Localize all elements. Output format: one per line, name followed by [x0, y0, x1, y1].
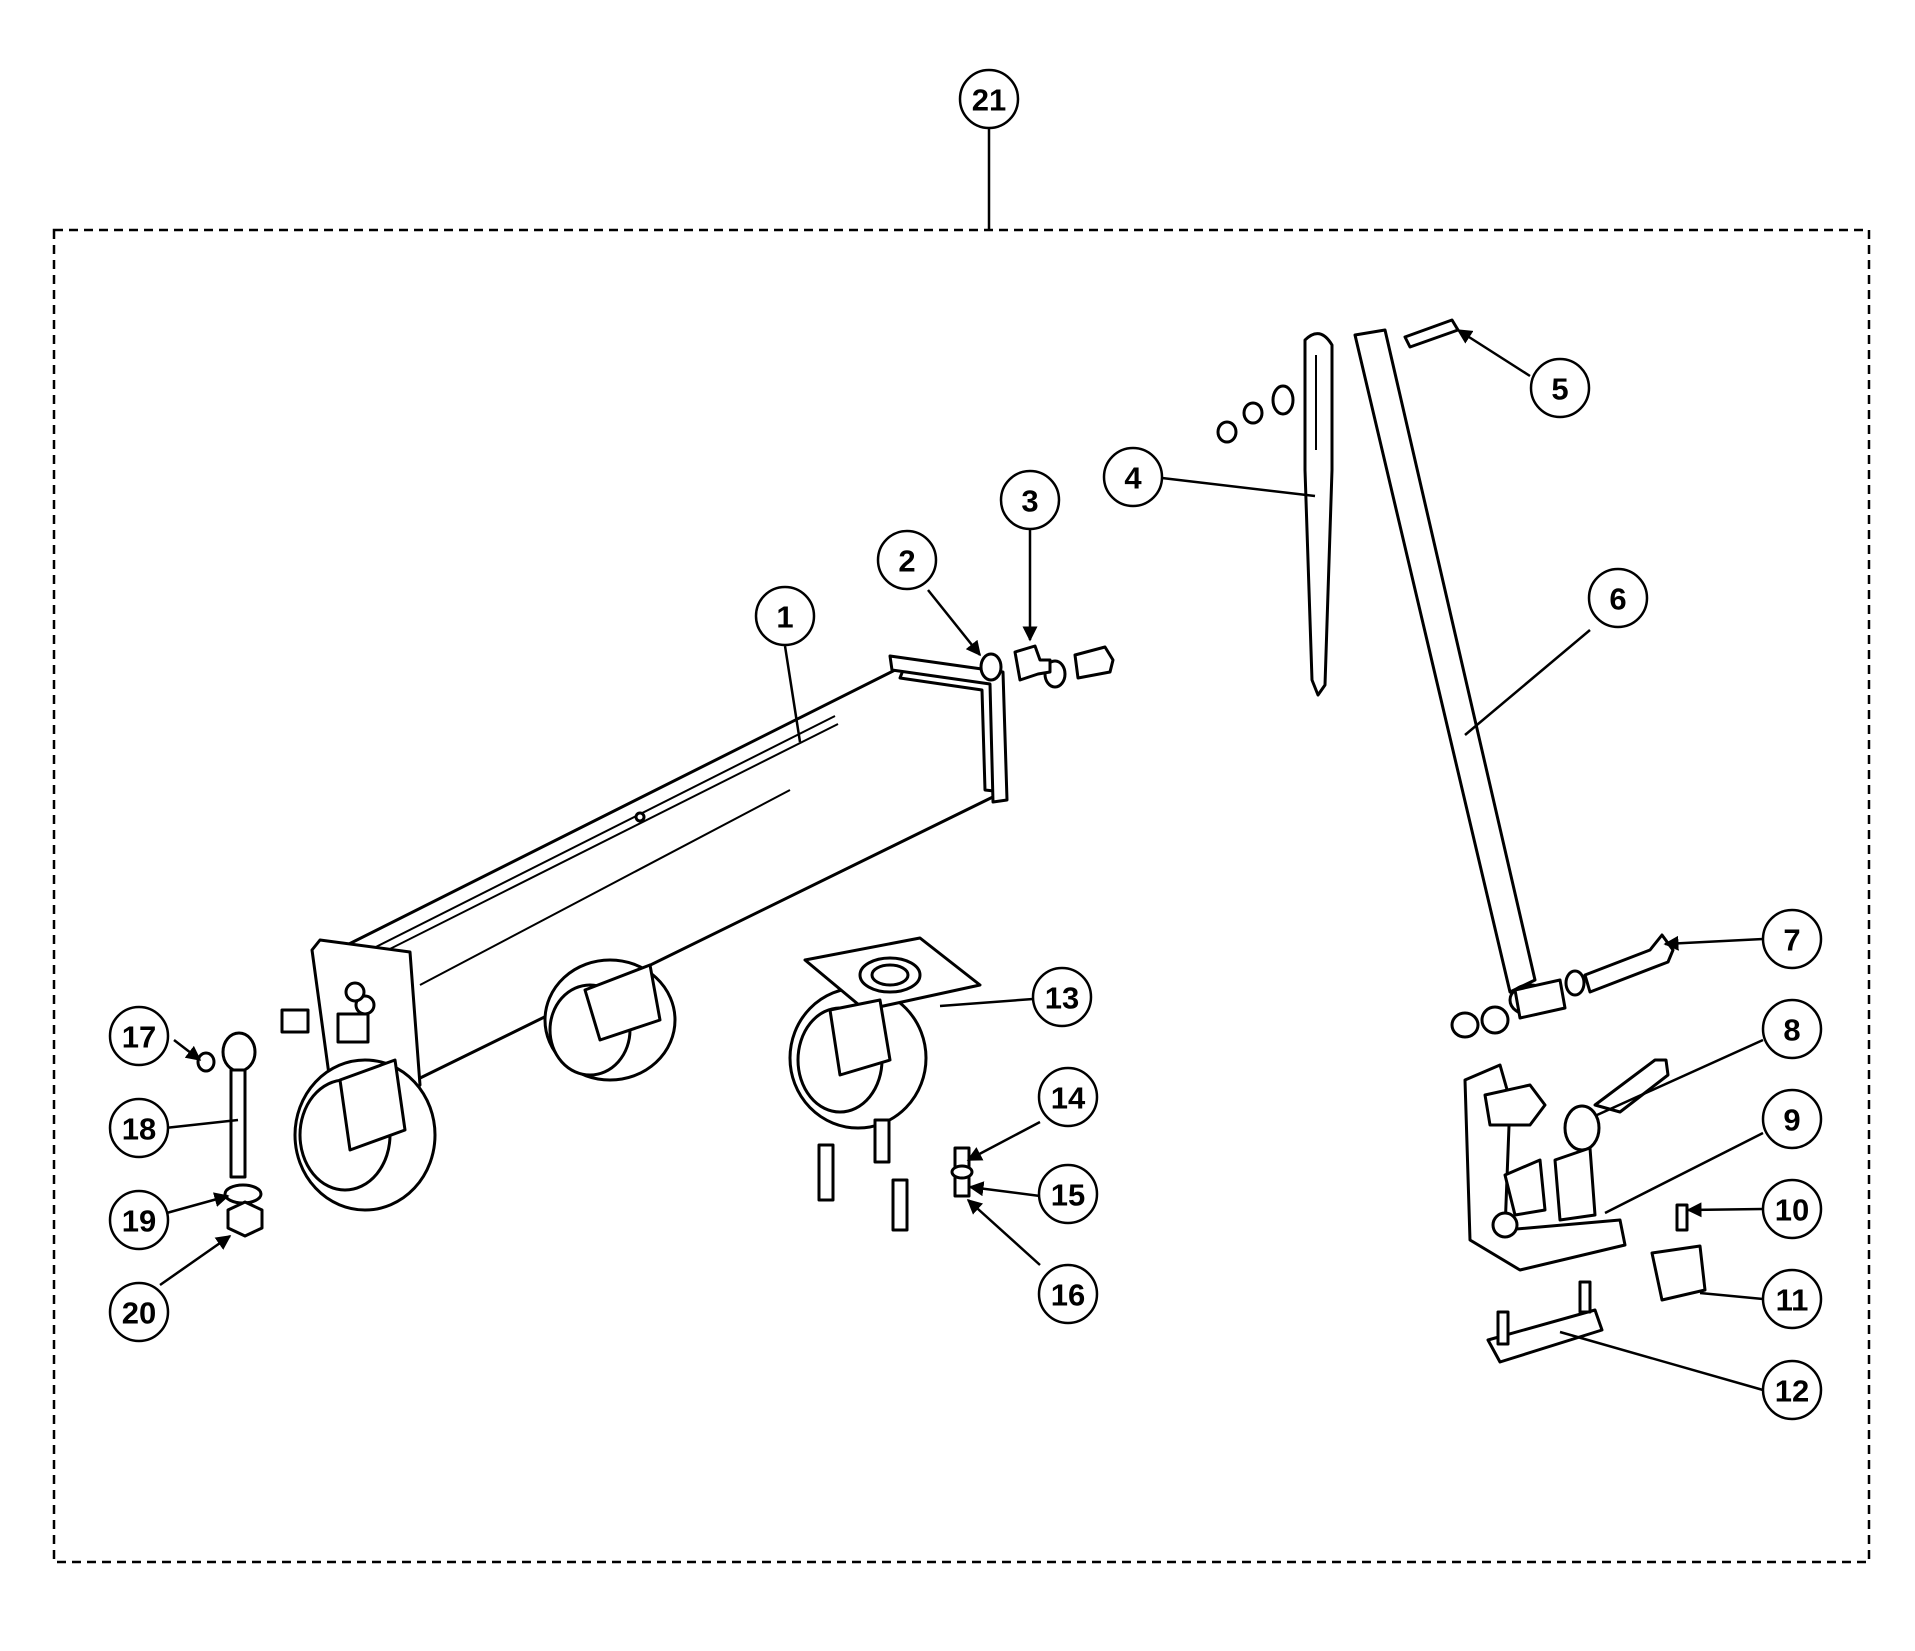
leader-2: [927, 589, 981, 657]
callout-2-label: 2: [898, 544, 915, 579]
callout-9-circle: [1761, 1088, 1823, 1150]
callout-6-label: 6: [1609, 582, 1626, 617]
callout-18-label: 18: [122, 1112, 156, 1147]
callout-3-label: 3: [1021, 484, 1038, 519]
callout-20-label: 20: [122, 1296, 156, 1331]
callout-5-label: 5: [1551, 372, 1568, 407]
callout-4-label: 4: [1124, 461, 1142, 496]
leader-7: [1663, 935, 1764, 951]
leader-15: [968, 1181, 1041, 1198]
washers-bolts-drawing: [979, 644, 1115, 689]
leader-6: [1464, 629, 1591, 736]
callout-7-circle: [1761, 908, 1823, 970]
callout-8-circle: [1761, 998, 1823, 1060]
callout-labels: 21 1 2 3 4 5 6 7 8 9 10 11 12 13 14 15 1…: [122, 83, 1809, 1409]
part-5-6-arm-drawing: [1353, 318, 1567, 1020]
callout-8-label: 8: [1783, 1013, 1800, 1048]
callout-4-circle: [1102, 446, 1164, 508]
leader-lines: [159, 328, 1764, 1392]
leader-16: [966, 1198, 1041, 1266]
leader-5: [1456, 328, 1531, 378]
leader-1: [783, 645, 802, 743]
callout-11-label: 11: [1776, 1283, 1809, 1318]
callout-16-label: 16: [1051, 1278, 1085, 1313]
callout-12-circle: [1761, 1359, 1823, 1421]
leader-14: [966, 1120, 1041, 1162]
callout-balloons: [108, 68, 1823, 1421]
part-7-bolt-drawing: [1450, 933, 1675, 1039]
callout-14-label: 14: [1051, 1081, 1086, 1116]
leader-18: [164, 1118, 239, 1130]
callout-17-circle: [108, 1005, 170, 1067]
parts-14-16-fasteners-drawing: [817, 1118, 974, 1232]
callout-15-label: 15: [1051, 1178, 1085, 1213]
callout-21-label: 21: [972, 83, 1006, 118]
callout-17-label: 17: [122, 1020, 156, 1055]
callout-3-circle: [999, 469, 1061, 531]
callout-16-circle: [1037, 1263, 1099, 1325]
leader-10: [1686, 1202, 1764, 1218]
callout-12-label: 12: [1775, 1374, 1809, 1409]
callout-18-circle: [108, 1097, 170, 1159]
callout-5-circle: [1529, 357, 1591, 419]
leader-20: [159, 1234, 232, 1287]
leader-8: [1596, 1038, 1764, 1117]
callout-19-label: 19: [122, 1204, 156, 1239]
callout-10-circle: [1761, 1178, 1823, 1240]
leader-12: [1559, 1330, 1764, 1392]
callout-2-circle: [876, 529, 938, 591]
callout-11-circle: [1761, 1268, 1823, 1330]
part-1-tube-drawing: [280, 654, 1009, 1096]
leader-11: [1699, 1291, 1764, 1301]
callout-9-label: 9: [1783, 1103, 1800, 1138]
part-13-caster-drawing: [788, 936, 982, 1130]
parts-17-20-eyebolt-drawing: [196, 1031, 264, 1238]
leader-19: [162, 1192, 230, 1216]
leader-13: [939, 997, 1034, 1008]
part-4-bracket-drawing: [1216, 332, 1334, 697]
callout-1-circle: [754, 585, 816, 647]
callout-15-circle: [1037, 1163, 1099, 1225]
callout-13-circle: [1031, 966, 1093, 1028]
part-8-12-lock-drawing: [1463, 1058, 1707, 1364]
assembly-boundary: [52, 228, 1871, 1564]
callout-19-circle: [108, 1189, 170, 1251]
callout-7-label: 7: [1783, 923, 1800, 958]
callout-14-circle: [1037, 1066, 1099, 1128]
leader-9: [1604, 1131, 1764, 1215]
callout-13-label: 13: [1045, 981, 1079, 1016]
callout-6-circle: [1587, 567, 1649, 629]
leader-17: [173, 1039, 202, 1061]
callout-1-label: 1: [776, 600, 793, 635]
tube-casters-drawing: [293, 958, 677, 1212]
callout-20-circle: [108, 1281, 170, 1343]
callout-10-label: 10: [1775, 1193, 1809, 1228]
callout-21-circle: [958, 68, 1020, 130]
leader-4: [1161, 476, 1316, 498]
